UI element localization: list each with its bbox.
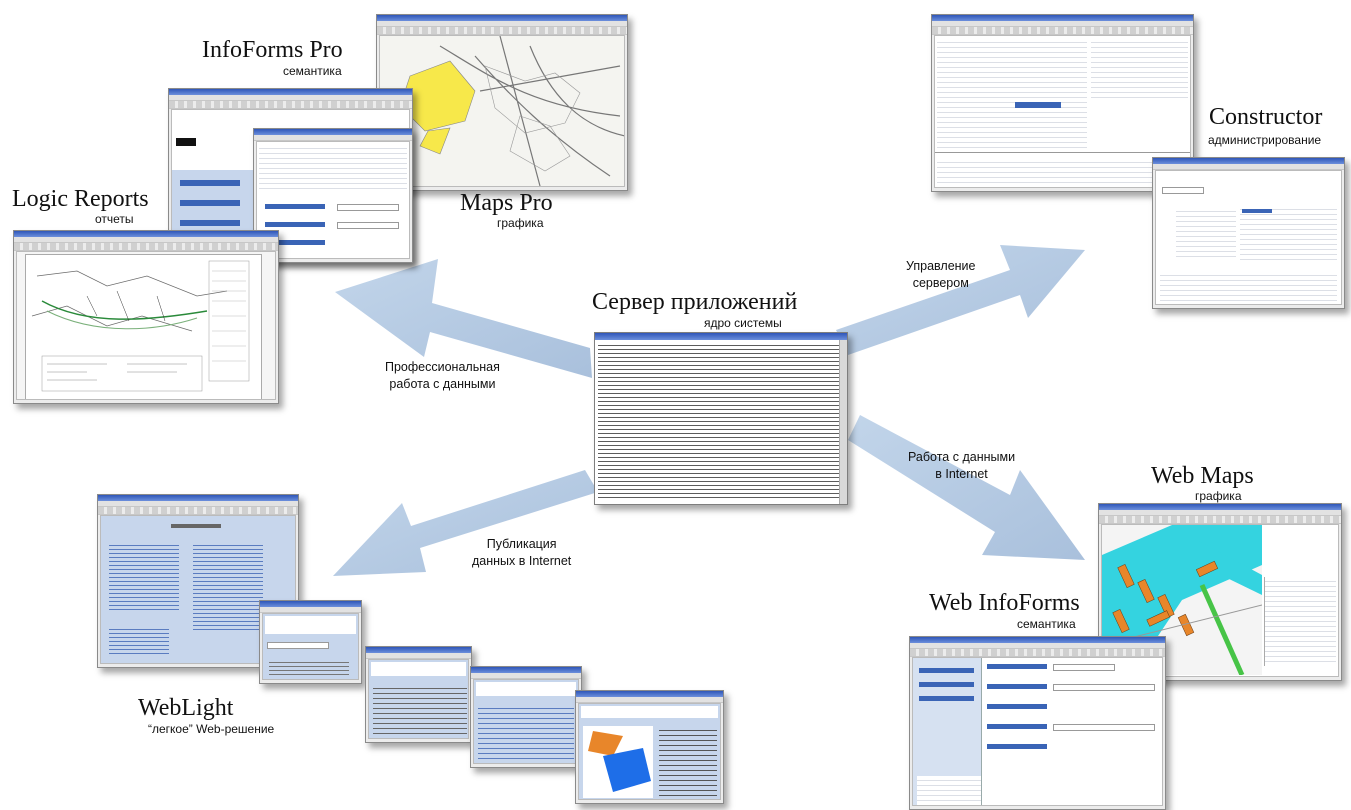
constructor-window-admin <box>1152 157 1345 309</box>
arrow-publish <box>333 470 598 576</box>
server-subtitle: ядро системы <box>704 316 782 330</box>
constructor-subtitle: администрирование <box>1208 133 1322 147</box>
weblight-page-4[interactable] <box>473 679 579 764</box>
weblight-mini-map <box>583 726 653 798</box>
weblight-window-2 <box>259 600 362 684</box>
web-infoforms-subtitle: семантика <box>1017 617 1076 631</box>
weblight-page-2[interactable] <box>262 613 359 680</box>
weblight-page-5[interactable] <box>578 703 721 800</box>
weblight-window-3 <box>365 646 472 743</box>
weblight-page-3[interactable] <box>368 659 469 739</box>
arrow-professional <box>335 259 592 378</box>
logic-reports-page[interactable] <box>16 251 276 400</box>
logic-reports-window <box>13 230 279 404</box>
web-infoforms-window <box>909 636 1166 810</box>
server-title: Сервер приложений <box>592 289 798 315</box>
weblight-subtitle: “легкое” Web-решение <box>148 722 275 736</box>
maps-pro-subtitle: графика <box>497 216 544 230</box>
arrow-internet <box>848 415 1085 560</box>
server-console-window <box>594 332 848 505</box>
weblight-window-5 <box>575 690 724 804</box>
weblight-title: WebLight <box>138 695 234 721</box>
infoforms-pro-subtitle: семантика <box>283 64 342 78</box>
maps-pro-window <box>376 14 628 191</box>
infoforms-pro-form-window <box>253 128 413 263</box>
web-maps-subtitle: графика <box>1195 489 1242 503</box>
maps-pro-title: Maps Pro <box>460 190 553 216</box>
constructor-window-main <box>931 14 1194 192</box>
arrow-admin <box>836 245 1085 355</box>
logic-reports-subtitle: отчеты <box>95 212 134 226</box>
constructor-tree-panel[interactable] <box>934 35 1191 188</box>
logic-reports-title: Logic Reports <box>12 186 149 212</box>
web-maps-title: Web Maps <box>1151 463 1254 489</box>
window-titlebar <box>595 333 847 340</box>
constructor-title: Constructor <box>1209 104 1323 130</box>
web-infoforms-form[interactable] <box>912 657 1163 806</box>
infoforms-pro-title: InfoForms Pro <box>202 37 343 63</box>
infoforms-pro-form[interactable] <box>256 141 410 259</box>
console-scrollbar[interactable] <box>839 340 847 504</box>
report-map-drawing <box>31 260 250 392</box>
maps-pro-map[interactable] <box>379 35 625 187</box>
web-infoforms-title: Web InfoForms <box>929 590 1080 616</box>
web-maps-legend <box>1264 577 1336 666</box>
weblight-window-4 <box>470 666 582 768</box>
constructor-admin-panel[interactable] <box>1155 170 1342 305</box>
maps-pro-map-drawing <box>399 36 624 186</box>
console-log-text <box>598 343 839 501</box>
